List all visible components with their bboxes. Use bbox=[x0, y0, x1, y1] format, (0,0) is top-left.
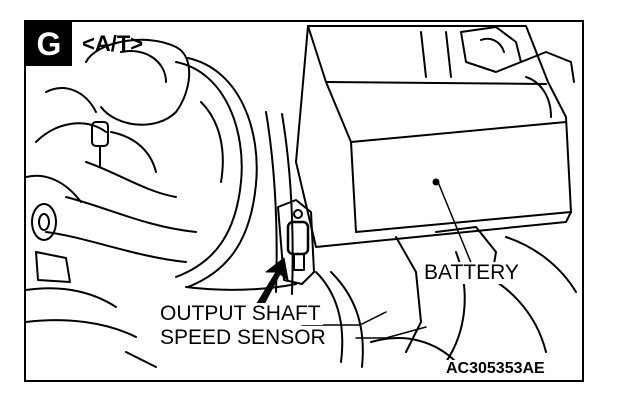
upper-left-component bbox=[26, 38, 191, 203]
sensor-assembly bbox=[277, 199, 315, 285]
left-fittings bbox=[26, 203, 117, 308]
figure-code: AC305353AE bbox=[444, 360, 547, 378]
lower-right-components bbox=[370, 226, 577, 363]
left-connector bbox=[45, 121, 197, 263]
transmission-variant-label: <A/T> bbox=[82, 31, 144, 56]
diagram-frame: G <A/T> BATTERY OUTPUT SHAFT SPEED SENSO… bbox=[24, 20, 584, 382]
battery-body bbox=[295, 25, 572, 248]
lower-drivetrain bbox=[26, 271, 364, 368]
center-hose bbox=[175, 57, 294, 295]
sensor-label-line2: SPEED SENSOR bbox=[158, 326, 328, 349]
battery-terminal bbox=[460, 26, 575, 118]
sensor-label-line1: OUTPUT SHAFT bbox=[158, 302, 323, 325]
section-letter-badge: G bbox=[26, 22, 72, 66]
engine-bay-illustration bbox=[26, 25, 577, 368]
battery-label: BATTERY bbox=[422, 261, 521, 284]
sensor-pointer-arrow bbox=[255, 257, 289, 309]
leader-lines bbox=[301, 181, 475, 339]
